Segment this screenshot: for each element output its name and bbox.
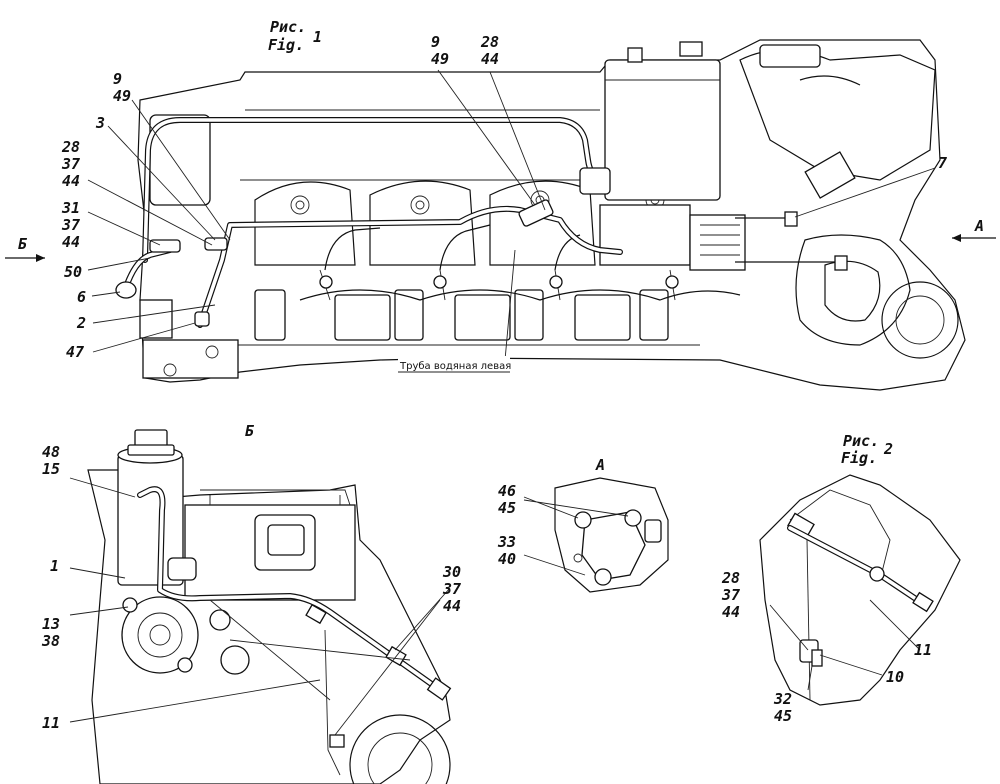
fig1-caption: Рис. Fig. 1: [268, 18, 322, 54]
fig1-label-6: 6: [77, 288, 86, 306]
fig1-label-44: 44: [62, 172, 80, 190]
fig1-reservoir: [599, 41, 746, 271]
fig1-label-44b: 44: [62, 233, 80, 251]
fig1-number: 1: [313, 28, 322, 46]
view-a-label-33: 33: [497, 533, 516, 551]
view-arrow-a-label: А: [974, 217, 984, 235]
fig1-label-50: 50: [64, 263, 82, 281]
view-b-label-1: 1: [50, 557, 59, 575]
fig2-view: Рис. Fig. 2 28 37 44 11 10 32 45: [721, 432, 961, 725]
view-arrow-b-label: Б: [18, 235, 28, 253]
fig1-label-2: 2: [76, 314, 86, 332]
fig1-engine-view: [115, 39, 966, 391]
view-arrow-a: А: [952, 217, 996, 242]
fig2-label-45: 45: [774, 707, 792, 725]
fig1-label-3: 3: [95, 114, 105, 132]
view-b-label-30: 30: [442, 563, 461, 581]
fig2-label-44: 44: [722, 603, 740, 621]
fig1-top-label-44: 44: [481, 50, 499, 68]
view-a-title: А: [595, 456, 605, 474]
fig1-top-label-49: 49: [431, 50, 449, 68]
view-b-label-48: 48: [42, 443, 60, 461]
fig1-label-37: 37: [61, 155, 80, 173]
view-b-label-11: 11: [42, 714, 60, 732]
fig2-caption-en: Fig.: [841, 449, 877, 467]
view-a-label-40: 40: [498, 550, 516, 568]
fig1-right-housing: [739, 44, 959, 359]
fig2-label-28: 28: [721, 569, 740, 587]
water-pipe-annotation: Труба водяная левая: [398, 356, 511, 373]
view-a-label-46: 46: [498, 482, 516, 500]
view-b-label-37: 37: [442, 580, 461, 598]
fig2-number: 2: [883, 440, 893, 458]
view-b-label-15: 15: [42, 460, 60, 478]
fig2-label-11: 11: [914, 641, 932, 659]
view-b: Б: [41, 422, 461, 784]
fig2-label-37: 37: [721, 586, 740, 604]
fig2-label-10: 10: [886, 668, 904, 686]
view-a-label-45: 45: [498, 499, 516, 517]
fig1-caption-ru: Рис.: [270, 18, 306, 36]
fig1-labels: 9 49 3 28 37 44 31 37 44 50 6 2 47 9 49 …: [61, 33, 947, 361]
injector-blocks: [254, 269, 741, 341]
fig2-caption-ru: Рис.: [843, 432, 879, 450]
view-a: А 46 45 33 40: [497, 456, 669, 593]
fig1-caption-en: Fig.: [268, 36, 304, 54]
fig1-left-bracket: [139, 114, 239, 379]
view-b-title: Б: [245, 422, 255, 440]
view-b-label-44: 44: [443, 597, 461, 615]
fig1-label-49: 49: [113, 87, 131, 105]
fig1-label-47: 47: [66, 343, 84, 361]
fig2-label-32: 32: [773, 690, 792, 708]
water-pipe-annotation-text: Труба водяная левая: [399, 361, 511, 372]
fig1-label-31: 31: [61, 199, 80, 217]
fig1-top-label-9: 9: [431, 33, 440, 51]
view-b-label-13: 13: [42, 615, 60, 633]
fig1-label-37b: 37: [61, 216, 80, 234]
fig1-label-9: 9: [113, 70, 122, 88]
fig1-label-7: 7: [938, 154, 947, 172]
view-b-reservoir: [117, 429, 184, 586]
fig1-top-label-28: 28: [480, 33, 499, 51]
view-arrow-b: Б: [5, 235, 45, 262]
fig1-leaders: [87, 69, 936, 361]
view-b-label-38: 38: [41, 632, 60, 650]
view-b-pump: [121, 596, 250, 675]
fig1-label-28: 28: [61, 138, 80, 156]
